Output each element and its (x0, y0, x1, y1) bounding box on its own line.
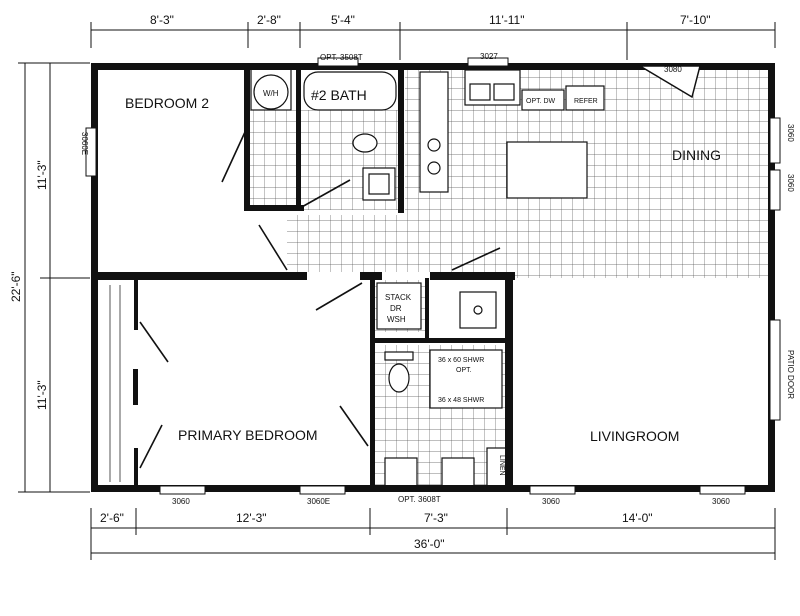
shower-label-3: 36 x 48 SHWR (438, 397, 484, 404)
water-heater (253, 74, 289, 110)
stack-label-3: WSH (387, 315, 406, 324)
room-label-bath2: #2 BATH (311, 87, 367, 103)
room-label-bedroom2: BEDROOM 2 (125, 95, 209, 111)
opt-3508t-label: OPT. 3508T (320, 53, 363, 62)
range-burner (427, 161, 441, 175)
window (529, 485, 576, 495)
window (317, 57, 359, 67)
appliances (250, 67, 605, 489)
window (467, 57, 509, 67)
sink-basin (469, 83, 491, 101)
toilet (352, 133, 378, 153)
dimension-label: 2'-8" (257, 13, 281, 27)
kitchen-island (506, 141, 588, 199)
vanity-sink (441, 457, 475, 487)
wh-label: W/H (263, 89, 279, 98)
stack-washer-dryer (376, 282, 422, 330)
dimension-label: 11'-3" (35, 160, 49, 190)
window (699, 485, 746, 495)
window (159, 485, 206, 495)
dimension-label: 12'-3" (236, 511, 267, 525)
window-label: 3060 (172, 497, 190, 506)
room-label-livingroom: LIVINGROOM (590, 428, 679, 444)
dishwasher (521, 89, 565, 111)
window (769, 169, 781, 211)
window-label: 3060 (542, 497, 560, 506)
stack-label-2: DR (390, 304, 402, 313)
window (769, 117, 781, 164)
shower-label-2: OPT. (456, 367, 472, 374)
dimension-label: 2'-6" (100, 511, 124, 525)
corner-window (637, 65, 701, 99)
closet-shelf (109, 285, 121, 482)
opt-3608t-label: OPT. 3608T (398, 495, 441, 504)
toilet (388, 363, 410, 393)
window-label: 3060E (80, 132, 89, 155)
window (299, 485, 346, 495)
dimension-label: 11'-11" (489, 13, 524, 27)
dimension-label: 5'-4" (331, 13, 355, 27)
dimension-label: 11'-3" (35, 380, 49, 410)
room-label-primary-bedroom: PRIMARY BEDROOM (178, 427, 318, 443)
shower-label-1: 36 x 60 SHWR (438, 357, 484, 364)
dimension-label-overall-width: 36'-0" (414, 537, 445, 551)
refrigerator (565, 85, 605, 111)
dimension-label: 7'-3" (424, 511, 448, 525)
shower (429, 349, 503, 409)
window-label: 3060 (786, 174, 795, 192)
room-label-dining: DINING (672, 147, 721, 163)
corner-window-label: 3080 (664, 65, 682, 74)
stack-label-1: STACK (385, 293, 412, 302)
windows (85, 57, 781, 495)
vanity-sink (384, 457, 418, 487)
walls (91, 63, 775, 492)
range-burner (427, 138, 441, 152)
sink-basin (368, 173, 390, 195)
window (85, 127, 97, 177)
refrigerator-label: REFER (574, 98, 598, 105)
dimension-label: 14'-0" (622, 511, 653, 525)
door-swings (139, 131, 501, 469)
patio-door (769, 319, 781, 421)
window-3027-label: 3027 (480, 52, 498, 61)
window-label: 3060 (712, 497, 730, 506)
dimension-label: 8'-3" (150, 13, 174, 27)
dishwasher-label: OPT. DW (526, 98, 556, 105)
linen-label: LINEN (498, 455, 505, 476)
dimension-label-overall-depth: 22'-6" (9, 271, 23, 302)
toilet-tank (384, 351, 414, 361)
patio-door-label: PATIO DOOR (786, 350, 795, 399)
dimension-lines (18, 22, 776, 560)
window-label: 3060E (307, 497, 330, 506)
dimension-label: 7'-10" (680, 13, 711, 27)
window-label: 3060 (786, 124, 795, 142)
bathtub (303, 71, 397, 111)
sink-basin (493, 83, 515, 101)
